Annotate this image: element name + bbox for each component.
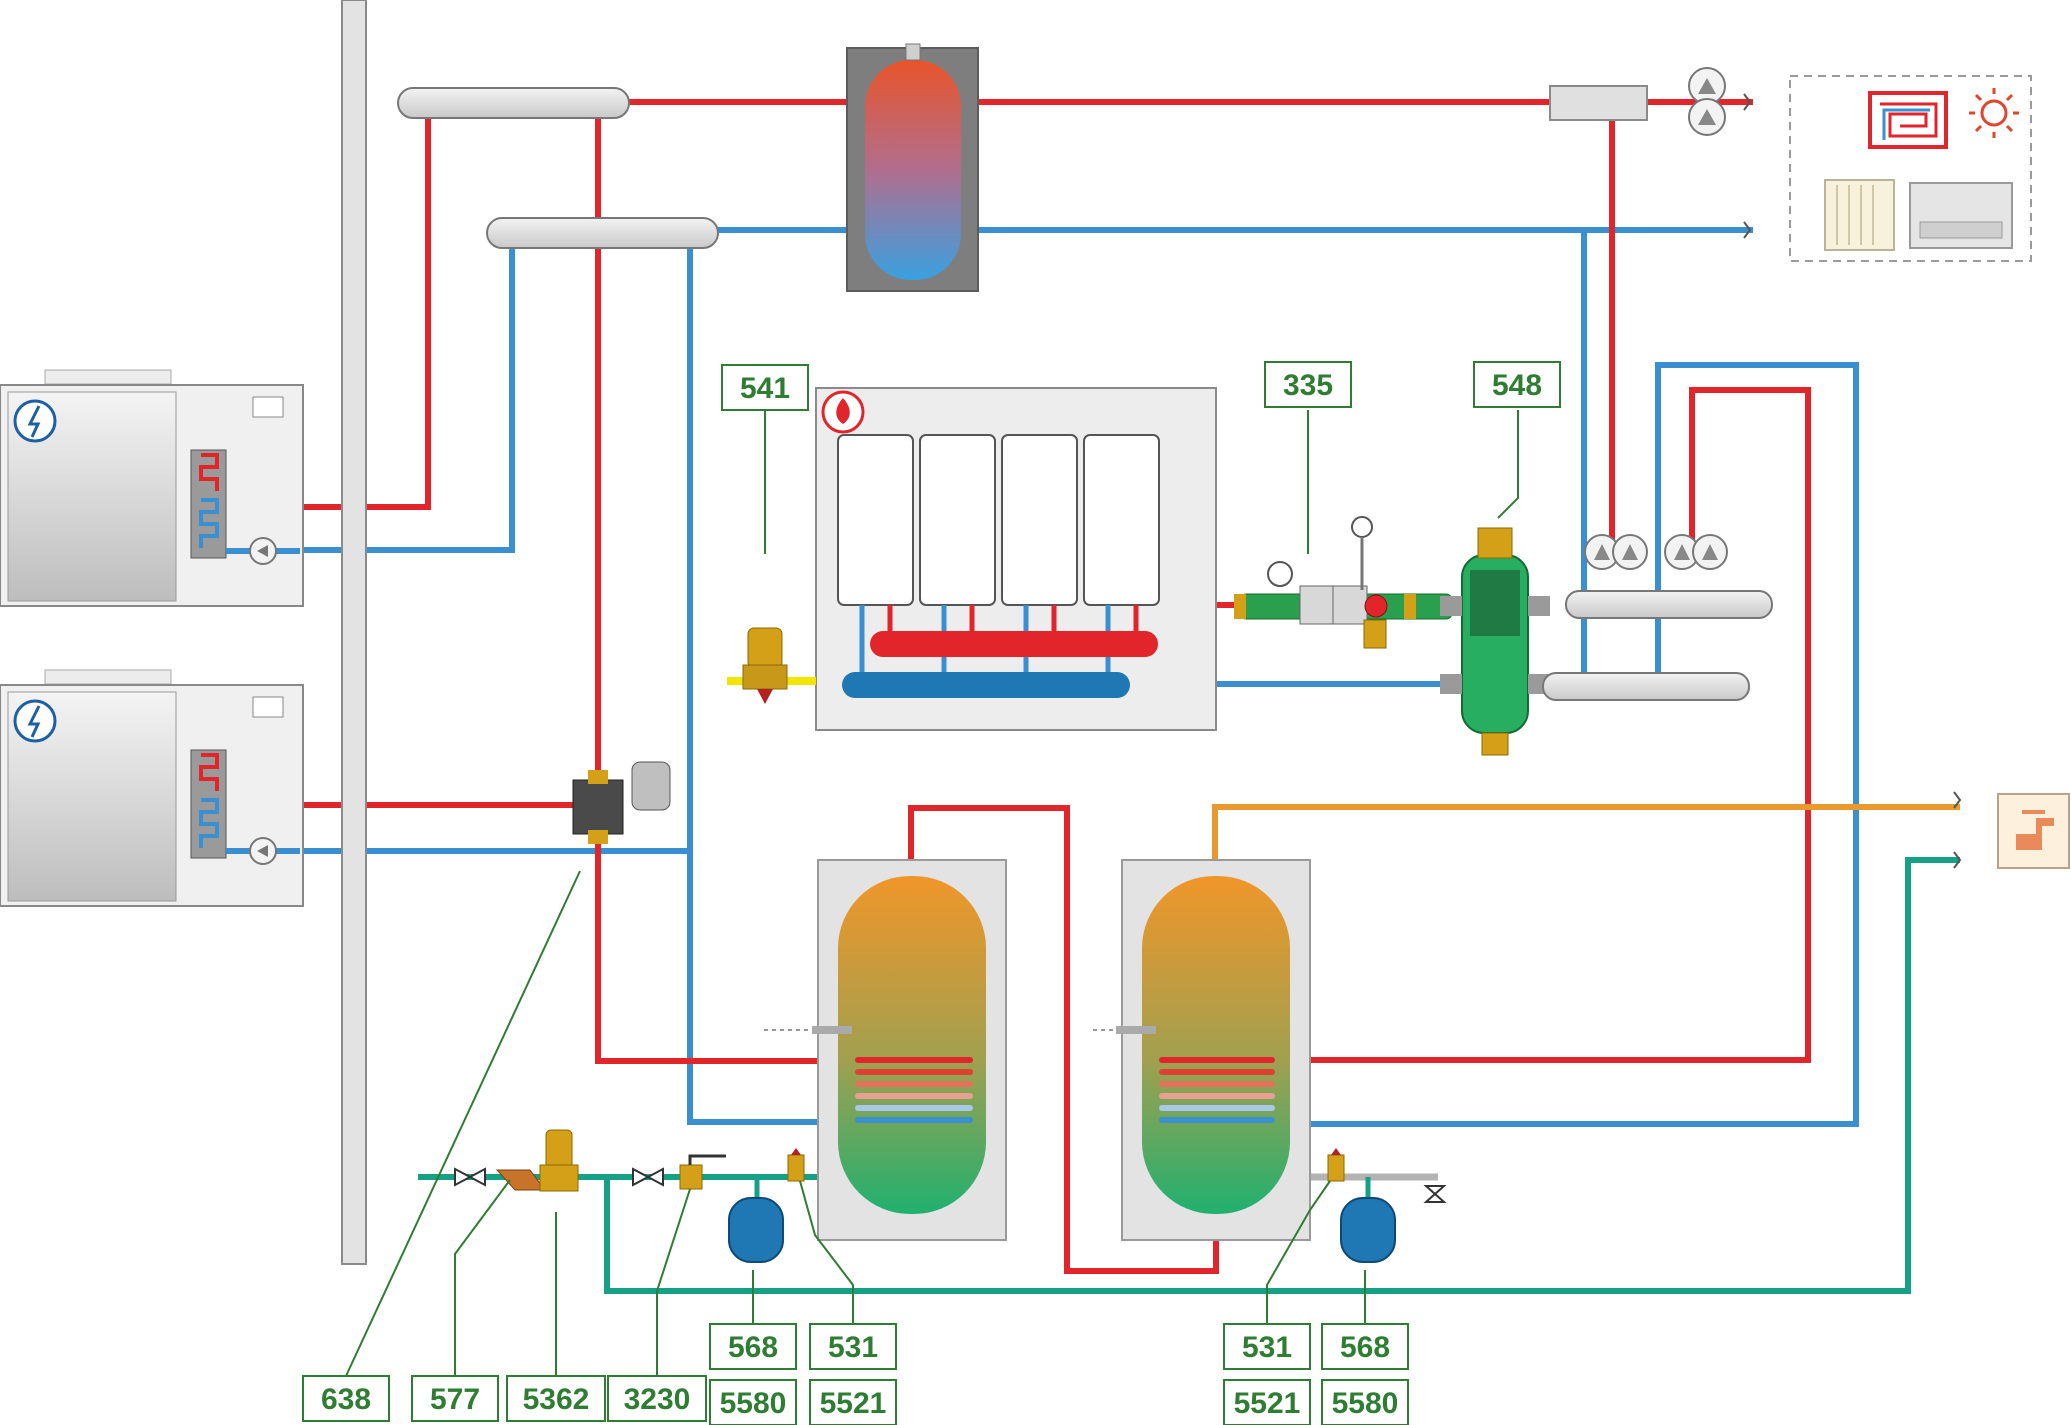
expansion-vessel-568-left <box>728 1177 784 1263</box>
thermometer-gauge-icon <box>1351 516 1373 538</box>
svg-text:638: 638 <box>321 1383 371 1416</box>
boiler-safety-group-335 <box>1234 516 1453 649</box>
pressure-gauge-icon <box>1267 561 1293 587</box>
svg-text:335: 335 <box>1283 369 1333 402</box>
return-header <box>486 217 719 249</box>
svg-text:5521: 5521 <box>820 1387 887 1420</box>
heating-coil <box>1159 1057 1275 1123</box>
label-5580-left: 5580 <box>709 1379 797 1425</box>
label-3230: 3230 <box>607 1375 707 1422</box>
svg-text:531: 531 <box>828 1331 878 1364</box>
pressure-reducer-5362 <box>539 1129 579 1192</box>
circuit-pumps <box>1584 534 1728 570</box>
label-577: 577 <box>411 1375 499 1422</box>
svg-text:568: 568 <box>728 1331 778 1364</box>
boiler-flow-header <box>870 631 1158 657</box>
svg-text:5580: 5580 <box>1332 1387 1399 1420</box>
heating-emitters-panel <box>1789 75 2032 262</box>
sun-icon <box>1969 88 2019 138</box>
label-5521-right: 5521 <box>1223 1379 1311 1425</box>
diverter-valve-638 <box>572 761 671 844</box>
label-638: 638 <box>302 1375 390 1422</box>
svg-text:5362: 5362 <box>523 1383 590 1416</box>
heating-coil <box>855 1057 973 1123</box>
flow-header <box>397 87 630 119</box>
leader-lines <box>345 410 1519 1377</box>
label-5580-right: 5580 <box>1321 1379 1409 1425</box>
flame-icon <box>821 390 865 434</box>
svg-text:531: 531 <box>1242 1331 1292 1364</box>
shutoff-valve-icon <box>454 1167 1447 1203</box>
boiler-module <box>837 434 1160 606</box>
svg-text:3230: 3230 <box>624 1383 691 1416</box>
label-335: 335 <box>1264 361 1352 408</box>
svg-text:5521: 5521 <box>1234 1387 1301 1420</box>
label-531-left: 531 <box>809 1323 897 1370</box>
label-548: 548 <box>1473 361 1561 408</box>
fan-coil-icon <box>1909 182 2013 249</box>
hot-water-pipe <box>1212 804 1960 876</box>
heat-pump-top <box>0 369 304 607</box>
gas-valve-541 <box>727 627 816 704</box>
safety-valve-531-left <box>787 1148 805 1182</box>
dhw-tank-right <box>1093 859 1311 1241</box>
top-mixing-manifold <box>1549 67 1752 239</box>
control-panel-icon <box>252 696 284 718</box>
label-568-right: 568 <box>1321 1323 1409 1370</box>
svg-text:568: 568 <box>1340 1331 1390 1364</box>
circuit-return-header <box>1542 672 1750 701</box>
underfloor-heating-icon <box>1868 91 1948 149</box>
lightning-bolt-icon <box>13 699 57 743</box>
svg-text:5580: 5580 <box>720 1387 787 1420</box>
lightning-bolt-icon <box>13 399 57 443</box>
control-panel-icon <box>252 396 284 418</box>
label-5521-left: 5521 <box>809 1379 897 1425</box>
ball-valve-3230 <box>679 1154 726 1190</box>
svg-text:577: 577 <box>430 1383 480 1416</box>
distribution-column <box>341 0 367 1265</box>
safety-valve-531-right <box>1327 1148 1345 1182</box>
dhw-tank-left <box>764 859 1007 1241</box>
radiator-icon <box>1824 179 1895 251</box>
boiler-cascade <box>815 387 1217 731</box>
faucet-icon <box>1953 791 2070 869</box>
svg-text:541: 541 <box>740 372 790 405</box>
buffer-tank <box>846 43 979 292</box>
heat-pump-bottom <box>0 669 304 907</box>
label-5362: 5362 <box>506 1375 606 1422</box>
label-531-right: 531 <box>1223 1323 1311 1370</box>
label-541: 541 <box>721 364 809 411</box>
label-568-left: 568 <box>709 1323 797 1370</box>
circuit-flow-header <box>1565 590 1773 619</box>
expansion-vessel-568-right <box>1340 1177 1396 1263</box>
svg-text:548: 548 <box>1492 369 1542 402</box>
hydraulic-separator-548 <box>1440 527 1550 756</box>
boiler-return-header <box>842 672 1130 698</box>
